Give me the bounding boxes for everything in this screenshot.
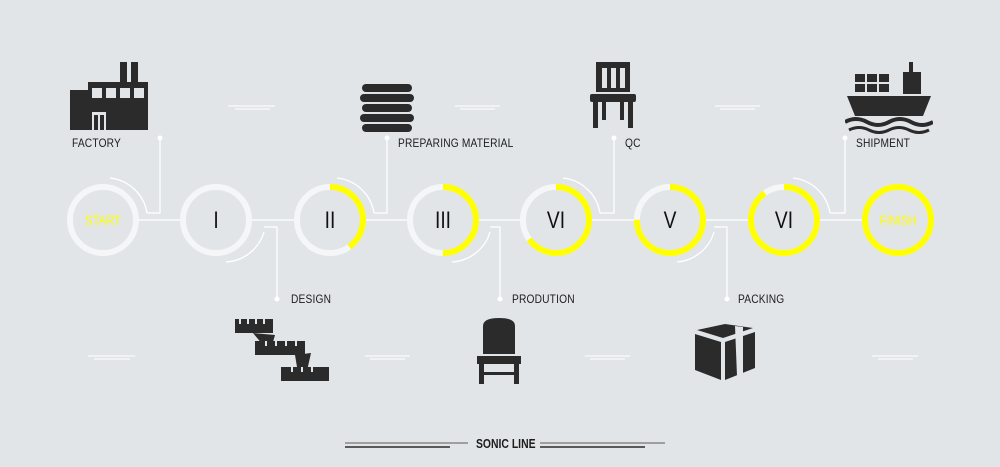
infographic-title: SONIC LINE xyxy=(476,436,536,451)
step-label-design: DESIGN xyxy=(291,292,332,306)
production-chair-icon xyxy=(477,318,521,384)
stage-ring-track xyxy=(180,184,252,256)
material-stack-icon xyxy=(360,84,414,132)
factory-icon xyxy=(70,62,148,130)
stage-label: VI xyxy=(547,206,565,234)
stage-ring-7: VI xyxy=(748,184,820,256)
step-label-qc: QC xyxy=(625,136,641,150)
stage-progress-arc xyxy=(634,184,706,256)
stage-ring-6: V xyxy=(634,184,706,256)
step-label-shipment: SHIPMENT xyxy=(856,136,911,150)
stage-label: VI xyxy=(775,206,793,234)
stage-ring-8: FINISH xyxy=(862,184,934,256)
stage-ring-track xyxy=(67,184,139,256)
step-label-factory: FACTORY xyxy=(72,136,121,150)
stage-progress-arc xyxy=(862,184,934,256)
stage-label: FINISH xyxy=(880,213,917,228)
stage-progress-arc xyxy=(520,184,592,256)
stage-progress-arc xyxy=(407,184,479,256)
stage-label: START xyxy=(85,213,121,228)
connector-lines xyxy=(109,140,870,298)
decorative-lines xyxy=(88,105,918,360)
stage-ring-5: VI xyxy=(520,184,592,256)
stage-ring-3: II xyxy=(294,184,366,256)
step-label-preparing-material: PREPARING MATERIAL xyxy=(398,136,514,150)
box-icon xyxy=(695,324,755,380)
stage-label: I xyxy=(213,206,218,234)
stage-label: II xyxy=(325,206,336,234)
title-rules xyxy=(345,442,665,448)
stage-ring-1: START xyxy=(67,184,139,256)
step-label-production: PRODUTION xyxy=(512,292,575,306)
tape-measure-icon xyxy=(235,319,329,381)
stage-progress-arc xyxy=(748,184,820,256)
stage-ring-4: III xyxy=(407,184,479,256)
qc-chair-icon xyxy=(590,62,636,128)
stage-ring-2: I xyxy=(180,184,252,256)
connector-dots xyxy=(157,135,848,302)
ship-icon xyxy=(845,62,933,134)
stage-label: III xyxy=(435,206,451,234)
stage-label: V xyxy=(664,206,677,234)
stage-progress-arc xyxy=(294,184,366,256)
step-label-packing: PACKING xyxy=(738,292,785,306)
